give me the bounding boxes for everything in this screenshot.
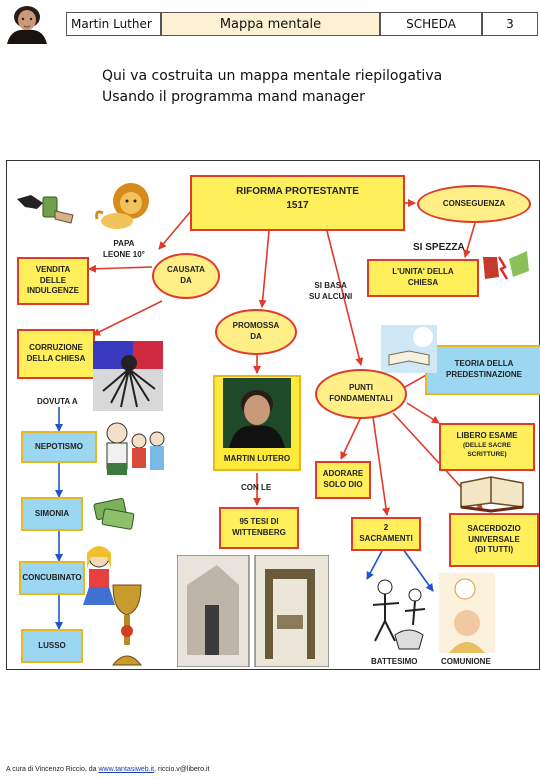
baptism-icon: [372, 579, 426, 650]
lion-icon: [95, 183, 149, 229]
node-libero-esame: LIBERO ESAME (DELLE SACRE SCRITTURE): [439, 423, 535, 471]
footer-credits: A cura di Vincenzo Riccio, da www.tantas…: [6, 766, 209, 773]
header-type: SCHEDA: [380, 12, 482, 36]
node-concubinato: CONCUBINATO: [19, 561, 85, 595]
header-title-text: Mappa mentale: [219, 16, 322, 32]
chalice-icon: [111, 584, 143, 666]
papa-label: PAPA LEONE 10°: [103, 239, 145, 259]
octopus-illustration-icon: [93, 341, 163, 411]
open-book-icon: [460, 476, 524, 513]
node-causata-da: CAUSATA DA: [152, 253, 220, 299]
communion-icon: [439, 573, 495, 653]
header-page-number: 3: [482, 12, 538, 36]
node-punti-fondamentali: PUNTI FONDAMENTALI: [315, 369, 407, 419]
node-vendita-indulgenze: VENDITA DELLE INDULGENZE: [17, 257, 89, 305]
footer-prefix: A cura di Vincenzo Riccio, da: [6, 766, 99, 773]
footer-website-link[interactable]: www.tantasiweb.it: [98, 766, 155, 773]
node-promossa-da: PROMOSSA DA: [215, 309, 297, 355]
dovuta-a-label: DOVUTA A: [37, 397, 78, 406]
luther-engravings-icon: [177, 555, 329, 667]
node-lusso: LUSSO: [21, 629, 83, 663]
luther-portrait-icon: [223, 378, 291, 449]
node-martin-lutero: MARTIN LUTERO: [213, 375, 301, 471]
header-author: Martin Luther: [66, 12, 161, 36]
node-libero-esame-label: LIBERO ESAME: [456, 431, 518, 440]
header-type-text: SCHEDA: [406, 17, 456, 31]
money-hands-icon: [17, 195, 74, 224]
money-bills-icon: [93, 497, 135, 530]
broken-hands-icon: [483, 251, 529, 280]
martin-luther-portrait-icon: [3, 2, 51, 44]
battesimo-label: BATTESIMO: [371, 657, 418, 666]
header-title: Mappa mentale: [161, 12, 380, 36]
cartoon-family-icon: [106, 422, 165, 475]
mind-map: PAPA LEONE 10° RIFORMA PROTESTANTE 1517 …: [6, 160, 540, 670]
node-teoria-predestinazione: TEORIA DELLA PREDESTINAZIONE: [425, 345, 540, 395]
intro-line-1: Qui va costruita un mappa mentale riepil…: [102, 68, 443, 84]
node-libero-esame-sub: (DELLE SACRE SCRITTURE): [462, 441, 512, 458]
node-nepotismo: NEPOTISMO: [21, 431, 97, 463]
node-corruzione-chiesa: CORRUZIONE DELLA CHIESA: [17, 329, 95, 379]
footer-suffix: , riccio.v@libero.it: [154, 766, 210, 773]
cartoon-woman-icon: [83, 546, 115, 605]
node-sacerdozio-universale: SACERDOZIO UNIVERSALE (DI TUTTI): [449, 513, 539, 567]
si-spezza-label: SI SPEZZA: [413, 242, 465, 253]
si-basa-label: SI BASA SU ALCUNI: [309, 281, 353, 301]
con-le-label: CON LE: [241, 483, 272, 492]
bible-light-icon: [381, 325, 437, 373]
node-conseguenza: CONSEGUENZA: [417, 185, 531, 223]
node-2-sacramenti: 2 SACRAMENTI: [351, 517, 421, 551]
header-page-number-text: 3: [506, 17, 514, 31]
header-author-text: Martin Luther: [71, 17, 152, 31]
node-95-tesi: 95 TESI DI WITTENBERG: [219, 507, 299, 549]
node-riforma-protestante: RIFORMA PROTESTANTE 1517: [190, 175, 405, 231]
node-martin-lutero-label: MARTIN LUTERO: [223, 454, 291, 464]
node-simonia: SIMONIA: [21, 497, 83, 531]
node-adorare-solo-dio: ADORARE SOLO DIO: [315, 461, 371, 499]
node-unita-chiesa: L'UNITA' DELLA CHIESA: [367, 259, 479, 297]
intro-line-2: Usando il programma mand manager: [102, 89, 365, 105]
comunione-label: COMUNIONE: [441, 657, 491, 666]
